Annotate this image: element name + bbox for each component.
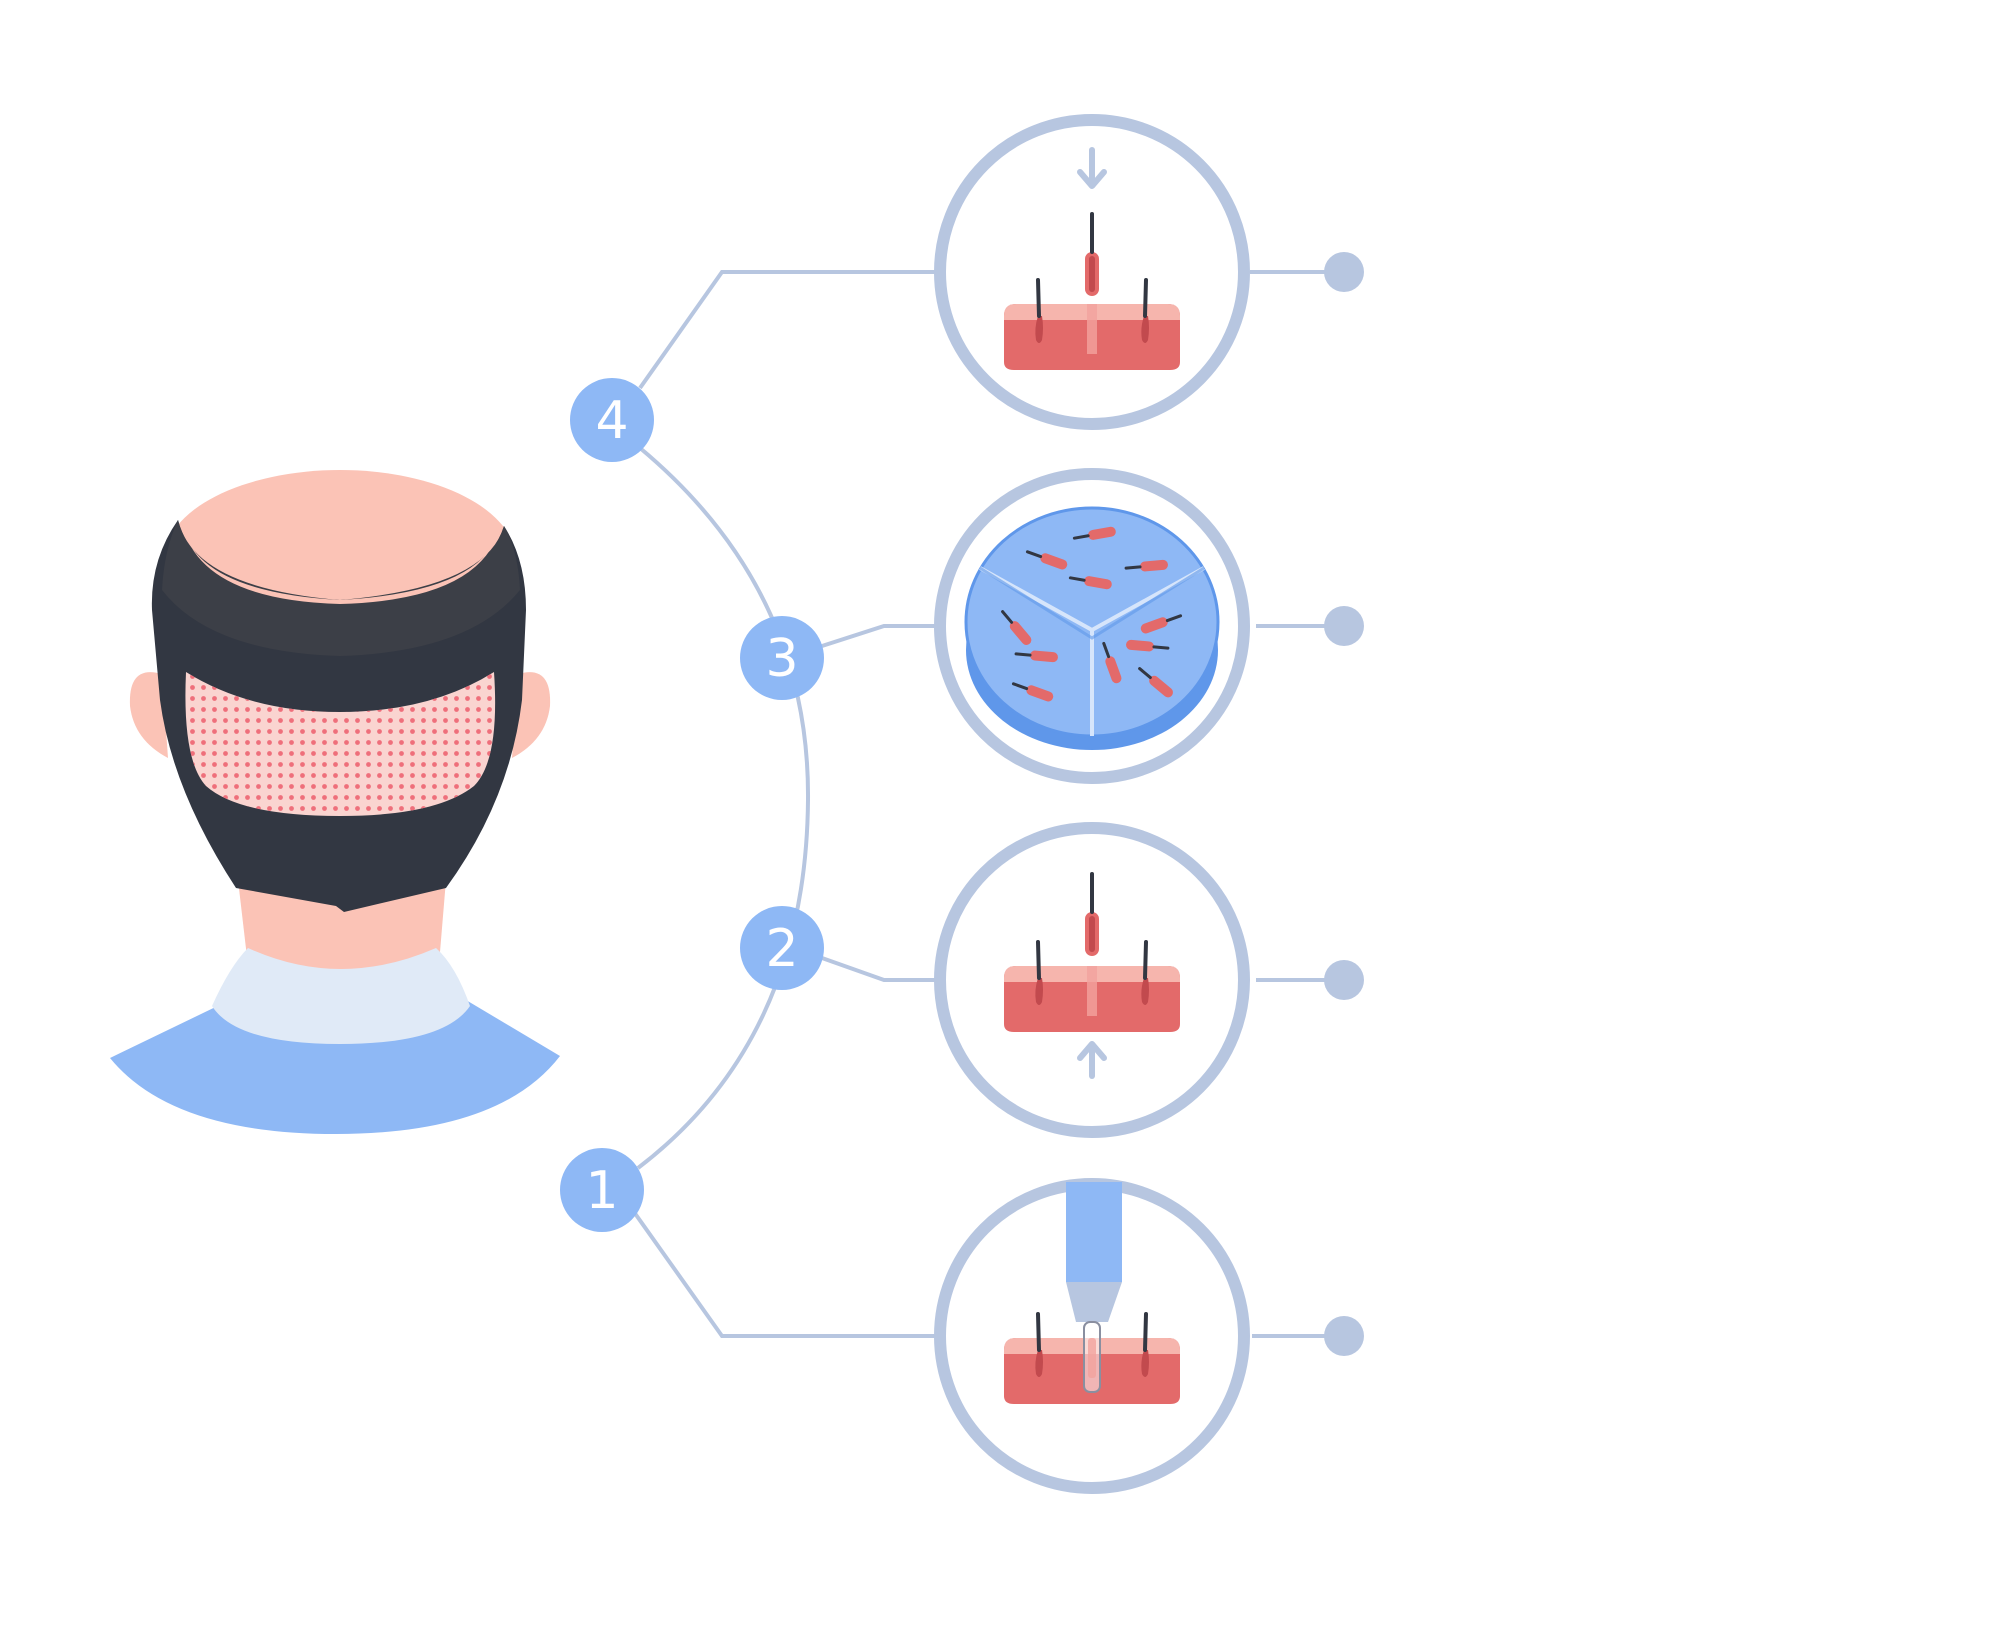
end-dot-1 <box>1324 1316 1364 1356</box>
graft-implant-icon <box>1002 147 1182 372</box>
end-dot-2 <box>1324 960 1364 1000</box>
step-3-circle <box>934 468 1250 784</box>
end-dots <box>1324 252 1364 1356</box>
patient-head-back-icon <box>110 470 560 1134</box>
punch-extraction-icon <box>1002 1182 1182 1406</box>
step-2-circle <box>934 822 1250 1138</box>
end-dot-3 <box>1324 606 1364 646</box>
step-badge-4: 4 <box>570 378 654 462</box>
graft-dish-icon <box>964 506 1220 750</box>
step-badge-2: 2 <box>740 906 824 990</box>
step-label-4: 4 <box>595 391 628 451</box>
step-label-1: 1 <box>585 1161 618 1221</box>
graft-removal-icon <box>1002 872 1182 1079</box>
connector-step-4 <box>638 270 936 390</box>
end-dot-4 <box>1324 252 1364 292</box>
connector-step-3 <box>821 624 936 648</box>
step-1-circle <box>934 1178 1250 1494</box>
step-label-3: 3 <box>765 629 798 689</box>
step-label-2: 2 <box>765 919 798 979</box>
step-4-circle <box>934 114 1250 430</box>
step-badge-1: 1 <box>560 1148 644 1232</box>
connector-arc <box>636 446 811 1170</box>
connector-step-1 <box>632 1210 940 1338</box>
connector-lines <box>632 270 1344 1338</box>
step-badge-3: 3 <box>740 616 824 700</box>
connector-step-2 <box>821 956 936 982</box>
